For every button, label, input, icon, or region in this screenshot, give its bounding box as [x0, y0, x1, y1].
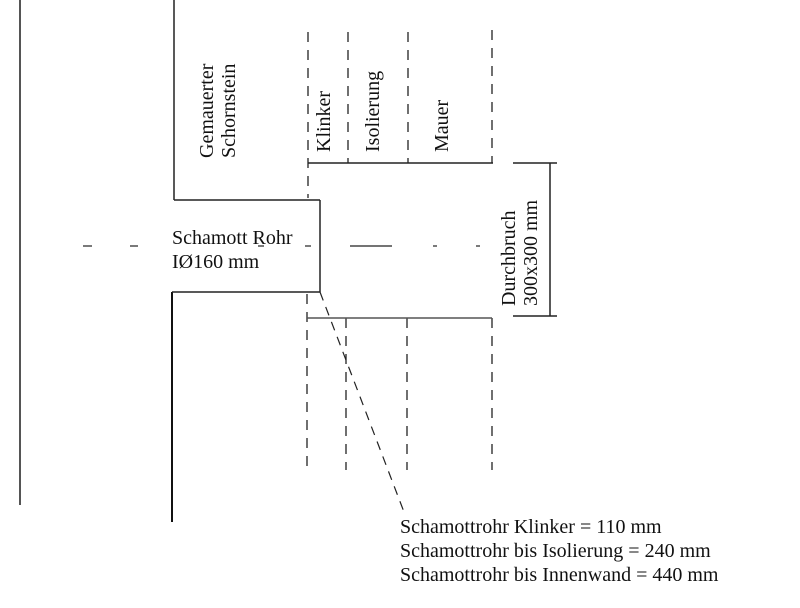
- leader-line: [319, 291, 405, 513]
- note-klinker: Schamottrohr Klinker = 110 mm: [400, 516, 662, 538]
- layer-label-isolierung: Isolierung: [362, 70, 384, 152]
- chimney-label: Gemauerter Schornstein: [196, 64, 240, 158]
- pipe-label-line1: Schamott Rohr: [172, 227, 293, 249]
- pipe-label-line2: IØ160 mm: [172, 251, 260, 273]
- layer-label-mauer: Mauer: [431, 99, 453, 152]
- lower-layer-boundaries: [306, 294, 493, 470]
- opening-label-line2: 300x300 mm: [520, 199, 542, 306]
- note-isolierung: Schamottrohr bis Isolierung = 240 mm: [400, 540, 711, 562]
- layer-label-klinker: Klinker: [313, 90, 335, 152]
- opening-label: Durchbruch 300x300 mm: [498, 200, 542, 306]
- chimney-label-line1: Gemauerter: [196, 63, 218, 158]
- upper-layer-boundaries: [307, 30, 493, 198]
- chimney-label-line2: Schornstein: [218, 63, 240, 158]
- opening-dimension: [513, 162, 557, 317]
- note-innenwand: Schamottrohr bis Innenwand = 440 mm: [400, 564, 719, 586]
- measurement-notes: Schamottrohr Klinker = 110 mm Schamottro…: [400, 515, 718, 587]
- opening-label-line1: Durchbruch: [498, 210, 520, 306]
- pipe-label: Schamott Rohr IØ160 mm: [172, 226, 293, 274]
